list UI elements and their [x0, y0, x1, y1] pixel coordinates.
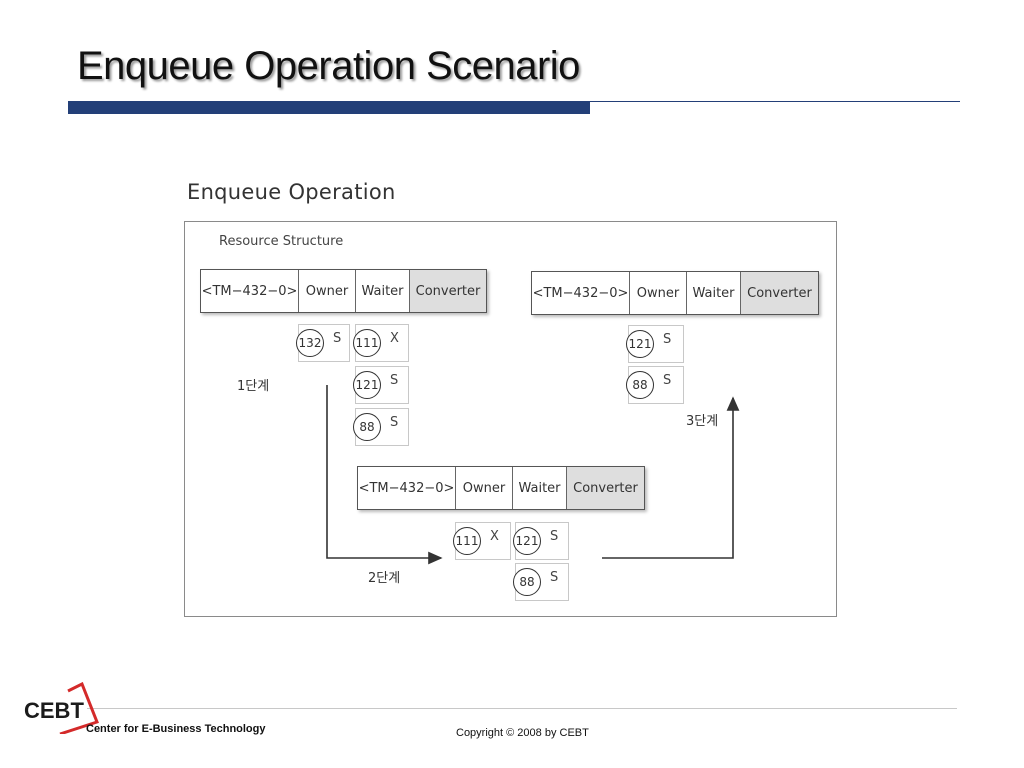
stage2-label: 2단계 [368, 571, 401, 586]
owner-header-cell: Owner [299, 270, 356, 312]
cebt-logo-text: CEBT [24, 698, 84, 723]
lock-mode: S [333, 331, 342, 346]
converter-header-cell: Converter [410, 270, 486, 312]
waiter-header-cell: Waiter [356, 270, 410, 312]
lock-id-circle: 121 [626, 330, 654, 358]
title-underline-thick [68, 101, 590, 114]
stage2-waiter-lock: 121 S [513, 522, 569, 560]
resource-name-cell: <TM−432−0> [201, 270, 299, 312]
stage2-owner-lock: 111 X [453, 522, 511, 560]
waiter-header-cell: Waiter [513, 467, 567, 509]
resource-structure-label: Resource Structure [219, 234, 344, 249]
resource-row-stage1: <TM−432−0> Owner Waiter Converter [200, 269, 487, 313]
lock-mode: S [550, 570, 559, 585]
footer-divider [87, 708, 957, 709]
title-underline-thin [590, 101, 960, 102]
converter-header-cell: Converter [567, 467, 644, 509]
footer-copyright: Copyright © 2008 by CEBT [456, 727, 589, 739]
lock-mode: S [663, 373, 672, 388]
stage1-label: 1단계 [237, 379, 270, 394]
stage1-waiter-lock: 88 S [353, 408, 409, 446]
lock-id-circle: 88 [353, 413, 381, 441]
resource-row-stage3: <TM−432−0> Owner Waiter Converter [531, 271, 819, 315]
stage3-owner-lock: 121 S [626, 325, 684, 363]
lock-mode: S [390, 373, 399, 388]
stage1-owner-lock: 132 S [296, 324, 350, 362]
lock-id-circle: 111 [453, 527, 481, 555]
waiter-header-cell: Waiter [687, 272, 741, 314]
figure-title: Enqueue Operation [187, 180, 396, 204]
stage3-owner-lock: 88 S [626, 366, 684, 404]
lock-id-circle: 121 [353, 371, 381, 399]
figure-frame [184, 221, 837, 617]
lock-mode: S [550, 529, 559, 544]
lock-mode: X [490, 529, 499, 544]
resource-name-cell: <TM−432−0> [358, 467, 456, 509]
footer-organization: Center for E-Business Technology [86, 723, 266, 735]
resource-row-stage2: <TM−432−0> Owner Waiter Converter [357, 466, 645, 510]
lock-id-circle: 88 [626, 371, 654, 399]
slide-title: Enqueue Operation Scenario [77, 44, 580, 88]
cebt-logo: CEBT [24, 682, 99, 734]
lock-mode: X [390, 331, 399, 346]
stage2-to-stage3-arrow [602, 396, 740, 559]
lock-mode: S [663, 332, 672, 347]
resource-name-cell: <TM−432−0> [532, 272, 630, 314]
lock-id-circle: 111 [353, 329, 381, 357]
stage1-waiter-lock: 121 S [353, 366, 409, 404]
lock-id-circle: 121 [513, 527, 541, 555]
lock-id-circle: 88 [513, 568, 541, 596]
stage2-waiter-lock: 88 S [513, 563, 569, 601]
stage1-waiter-lock: 111 X [353, 324, 409, 362]
owner-header-cell: Owner [456, 467, 513, 509]
owner-header-cell: Owner [630, 272, 687, 314]
stage3-label: 3단계 [686, 414, 719, 429]
converter-header-cell: Converter [741, 272, 818, 314]
lock-id-circle: 132 [296, 329, 324, 357]
stage1-to-stage2-arrow [326, 385, 443, 565]
lock-mode: S [390, 415, 399, 430]
